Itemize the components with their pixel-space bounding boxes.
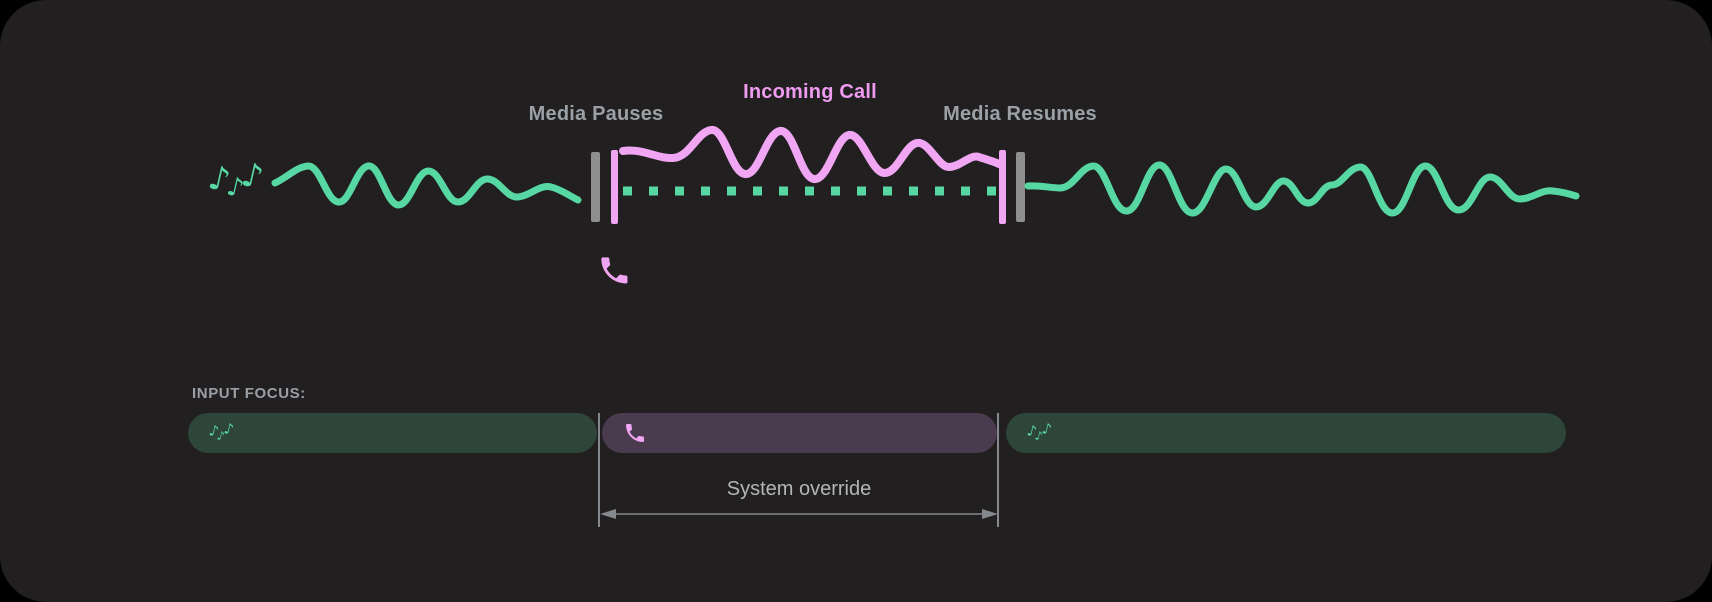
phone-icon <box>626 424 644 442</box>
note-glyph: ♪ <box>222 419 236 439</box>
input-focus-heading: INPUT FOCUS: <box>192 385 306 402</box>
system-override-label: System override <box>726 478 872 500</box>
music-notes-icon: ♪ ♪ ♪ <box>207 419 236 445</box>
note-glyph: ♪ <box>237 154 268 197</box>
resume-marker-pink <box>999 150 1006 224</box>
media-wave-before <box>271 162 582 209</box>
focus-bar-call <box>602 413 997 453</box>
waveform-timeline <box>271 126 1580 284</box>
music-notes-icon: ♪ ♪ ♪ <box>205 154 268 208</box>
note-glyph: ♪ <box>1040 419 1054 439</box>
override-bound-left <box>598 413 600 527</box>
focus-bar-media-after: ♪ ♪ ♪ <box>1006 413 1566 453</box>
override-bound-right <box>997 413 999 527</box>
music-notes-icon: ♪ ♪ ♪ <box>1025 419 1054 445</box>
pause-marker-gray <box>591 152 600 222</box>
incoming-call-wave <box>619 126 1003 183</box>
system-override-arrow <box>600 509 998 519</box>
focus-bar-media-before: ♪ ♪ ♪ <box>188 413 597 453</box>
media-pauses-label: Media Pauses <box>528 103 664 125</box>
media-wave-after <box>1024 161 1580 217</box>
media-resumes-label: Media Resumes <box>943 103 1097 125</box>
pause-marker-pink <box>611 150 618 224</box>
resume-marker-gray <box>1016 152 1025 222</box>
phone-icon <box>601 257 628 284</box>
incoming-call-label: Incoming Call <box>743 81 877 103</box>
